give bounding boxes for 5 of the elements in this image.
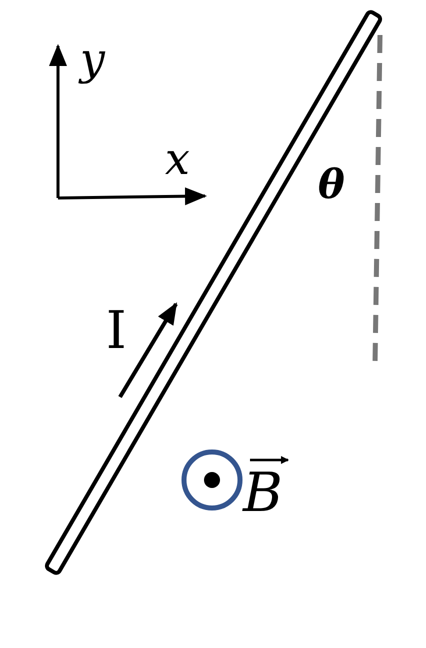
field-label: B: [243, 466, 283, 520]
current-label: I: [106, 305, 127, 357]
axis-label: x: [165, 138, 190, 182]
axis-label: y: [80, 38, 105, 82]
angle-label: θ: [318, 165, 345, 205]
